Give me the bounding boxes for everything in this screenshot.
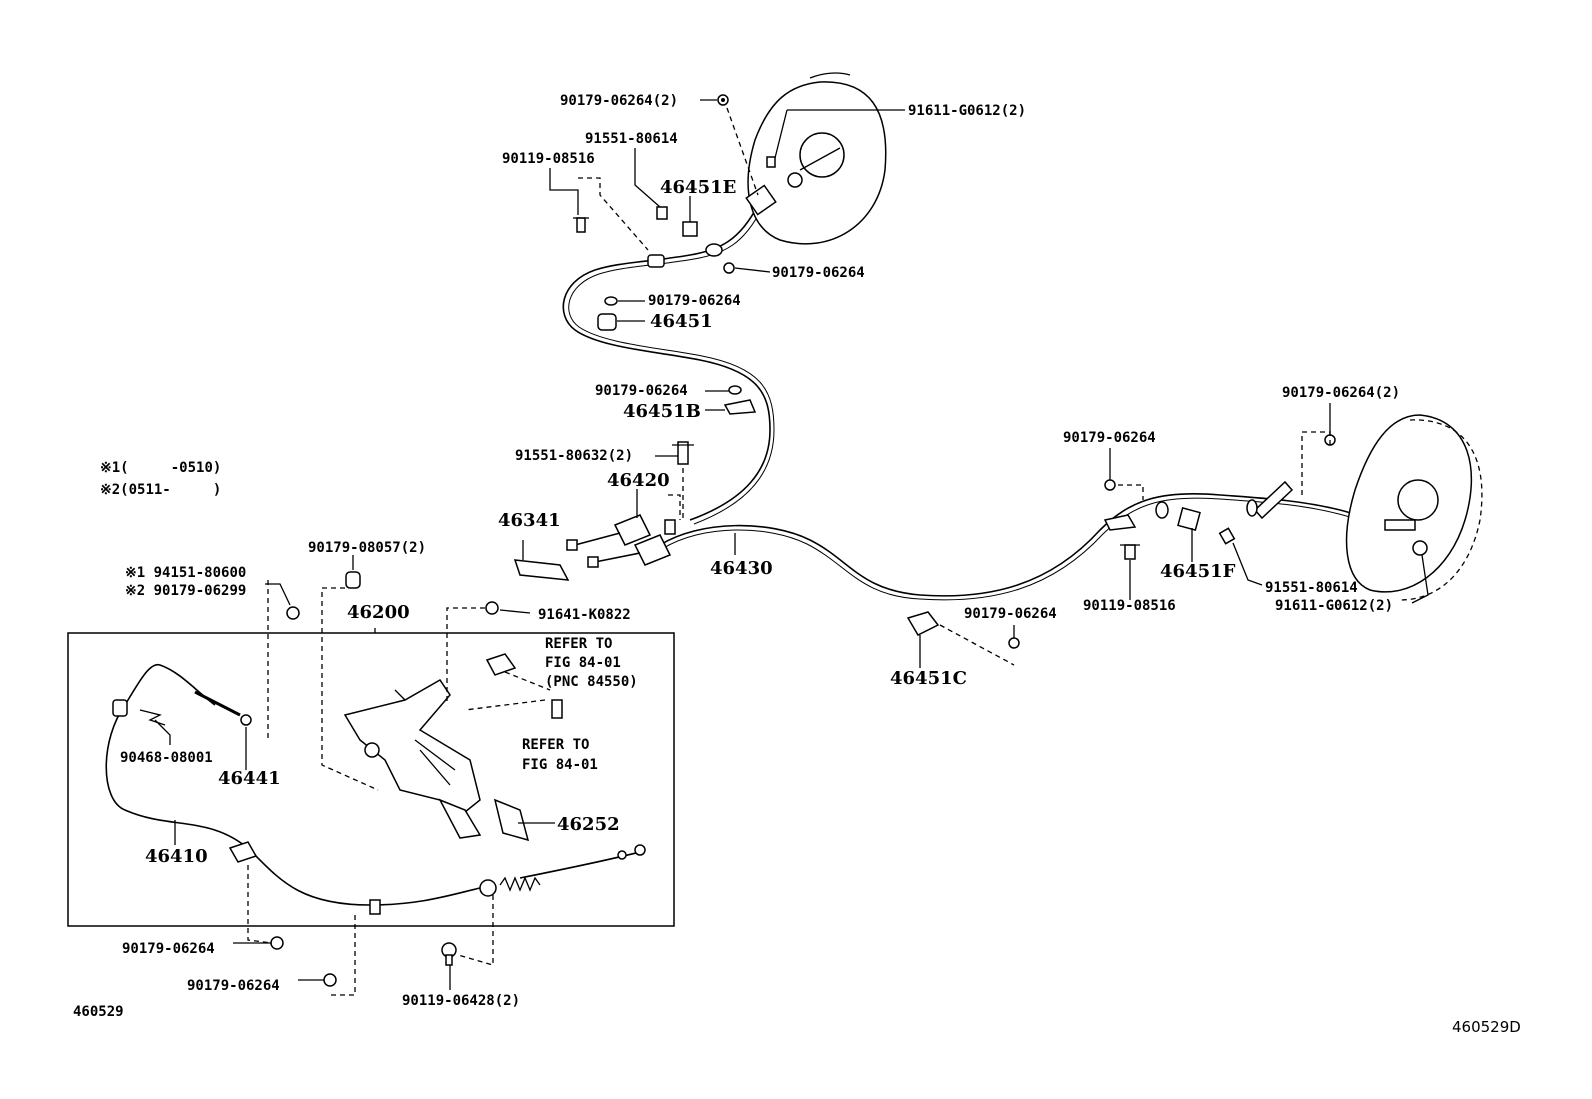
- nut-icon: [485, 601, 499, 615]
- label-91641-k0822: 91641-K0822: [538, 607, 631, 623]
- bolt-icon: [441, 942, 457, 966]
- refer-1-line-3: (PNC 84550): [545, 674, 638, 690]
- label-46451f: 46451F: [1160, 561, 1236, 582]
- label-46441: 46441: [218, 768, 281, 789]
- bracket-46451C: [906, 611, 940, 636]
- leader-lines: [154, 99, 1429, 996]
- adjuster-icon: [479, 879, 497, 897]
- label-46451e: 46451E: [660, 177, 736, 198]
- refer-2-line-1: REFER TO: [522, 737, 589, 753]
- label-90179-06264-a: 90179-06264: [772, 265, 865, 281]
- label-90119-06428-2: 90119-06428(2): [402, 993, 520, 1009]
- bolt-icon: [766, 156, 776, 168]
- clip-icon: [597, 313, 617, 331]
- note-2: ※2(0511- ): [100, 482, 221, 498]
- label-91611-g0612-2-top: 91611-G0612(2): [908, 103, 1026, 119]
- nut-icon: [717, 94, 729, 106]
- backing-plate-upper: [745, 72, 887, 245]
- label-90179-06264-2-right: 90179-06264(2): [1282, 385, 1400, 401]
- clip-icon: [647, 254, 665, 268]
- label-90179-06264-f: 90179-06264: [1063, 430, 1156, 446]
- label-90179-06264-b: 90179-06264: [648, 293, 741, 309]
- assembly-box: [67, 632, 675, 927]
- cable-46420: [562, 204, 771, 521]
- pedal-pad-46252: [493, 798, 530, 842]
- clip-icon: [112, 699, 128, 717]
- grommet-icon: [1155, 501, 1169, 519]
- nut-icon: [270, 936, 284, 950]
- label-91551-80614-top: 91551-80614: [585, 131, 678, 147]
- bolt-icon: [672, 441, 694, 465]
- bolt-icon: [551, 699, 563, 719]
- bracket-46341: [513, 540, 570, 581]
- equalizer-46420: [566, 514, 676, 568]
- label-90179-06264-e: 90179-06264: [187, 978, 280, 994]
- refer-1-line-2: FIG 84-01: [545, 655, 621, 671]
- bolt-icon: [1218, 527, 1236, 545]
- nut-icon: [240, 714, 252, 726]
- nut-icon: [728, 385, 742, 395]
- label-90179-08057-2: 90179-08057(2): [308, 540, 426, 556]
- bracket-icon: [228, 841, 258, 863]
- nut-icon: [1104, 479, 1116, 491]
- cable-46430: [659, 492, 1421, 597]
- label-46410: 46410: [145, 846, 208, 867]
- label-46451: 46451: [650, 311, 713, 332]
- bracket-icon: [723, 399, 757, 415]
- nut-icon: [286, 606, 300, 620]
- label-46200: 46200: [347, 602, 410, 623]
- label-91551-80632-2: 91551-80632(2): [515, 448, 633, 464]
- spring-icon: [499, 876, 541, 892]
- label-94151-80600: ※1 94151-80600: [125, 565, 246, 581]
- part-labels: 90179-06264(2) 91611-G0612(2) 91551-8061…: [73, 93, 1521, 1036]
- refer-1-line-1: REFER TO: [545, 636, 612, 652]
- label-90179-06264-d: 90179-06264: [122, 941, 215, 957]
- code-right: 460529D: [1452, 1018, 1521, 1036]
- clip-icon: [682, 221, 698, 237]
- spring-icon: [139, 709, 166, 726]
- label-46341: 46341: [498, 510, 561, 531]
- nut-icon: [723, 262, 735, 274]
- nut-icon: [345, 571, 361, 589]
- clip-icon: [1103, 514, 1137, 531]
- grommet-icon: [705, 243, 723, 257]
- label-46252: 46252: [557, 814, 620, 835]
- cable-end-icon: [617, 844, 646, 860]
- bracket-icon: [1253, 480, 1294, 520]
- clip-icon: [369, 899, 381, 915]
- label-46451b: 46451B: [623, 401, 701, 422]
- label-90179-06299: ※2 90179-06299: [125, 583, 246, 599]
- label-46430: 46430: [710, 558, 773, 579]
- label-46451c: 46451C: [890, 668, 967, 689]
- label-90119-08516-right: 90119-08516: [1083, 598, 1176, 614]
- nut-icon: [1008, 637, 1020, 649]
- label-90179-06264-c: 90179-06264: [595, 383, 688, 399]
- label-90468-08001: 90468-08001: [120, 750, 213, 766]
- label-91551-80614-right: 91551-80614: [1265, 580, 1358, 596]
- label-46420: 46420: [607, 470, 670, 491]
- label-90179-06264-2-top: 90179-06264(2): [560, 93, 678, 109]
- code-left: 460529: [73, 1004, 124, 1020]
- nut-icon: [604, 296, 618, 306]
- pedal-assembly-46200: [343, 679, 482, 839]
- note-1: ※1( -0510): [100, 460, 221, 476]
- label-90119-08516-top: 90119-08516: [502, 151, 595, 167]
- backing-plate-right: [1345, 414, 1483, 601]
- nut-icon: [323, 973, 337, 987]
- grommet-icon: [1246, 499, 1258, 517]
- label-91611-g0612-2-right: 91611-G0612(2): [1275, 598, 1393, 614]
- bolt-icon: [573, 217, 589, 233]
- bolt-icon: [1120, 544, 1140, 560]
- clip-icon: [485, 653, 517, 676]
- label-90179-06264-g: 90179-06264: [964, 606, 1057, 622]
- bolt-icon: [656, 206, 668, 220]
- refer-2-line-2: FIG 84-01: [522, 757, 598, 773]
- clip-icon: [1177, 507, 1201, 531]
